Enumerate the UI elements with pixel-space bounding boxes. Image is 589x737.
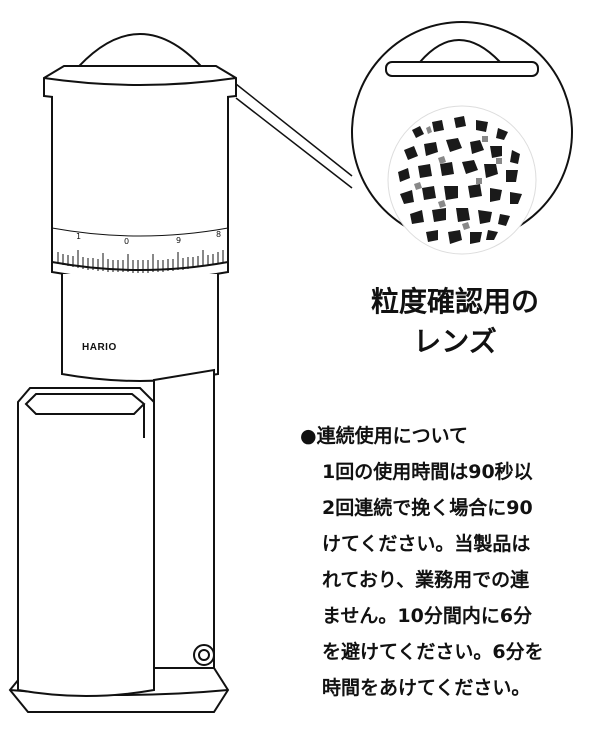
- coffee-grounds: [398, 116, 522, 244]
- usage-line: ません。10分間内に6分: [322, 605, 533, 627]
- usage-line: けてください。当製品は: [322, 533, 531, 555]
- magnified-lens-view: [351, 21, 573, 255]
- lens-caption-line2: レンズ: [413, 325, 497, 358]
- magnifier-connector: [235, 83, 353, 189]
- usage-line: 2回連続で挽く場合に90: [322, 497, 533, 519]
- grounds-cup: [17, 387, 155, 697]
- dial-number-9: 9: [176, 236, 182, 245]
- dial-number-0: 0: [124, 237, 130, 246]
- dial-number-1: 1: [76, 232, 82, 241]
- usage-line: 1回の使用時間は90秒以: [322, 461, 533, 483]
- continuous-use-note: ●連続使用について 1回の使用時間は90秒以 2回連続で挽く場合に90 けてくだ…: [300, 418, 589, 737]
- lens-caption: 粒度確認用の レンズ: [340, 282, 570, 362]
- brand-logo-text: HARIO: [82, 342, 117, 353]
- coffee-grounds-light: [414, 126, 502, 230]
- grinder-lid: [43, 33, 237, 103]
- usage-line: 時間をあけてください。: [322, 677, 531, 699]
- grinder-base: [8, 368, 230, 713]
- motor-body: [61, 274, 219, 382]
- grind-dial: [51, 227, 229, 273]
- lens-caption-line1: 粒度確認用の: [370, 285, 539, 318]
- dial-number-8: 8: [216, 230, 222, 239]
- usage-line: れており、業務用での連: [322, 569, 530, 591]
- usage-line: を避けてください。6分を: [322, 641, 544, 663]
- usage-heading: ●連続使用について: [300, 425, 469, 447]
